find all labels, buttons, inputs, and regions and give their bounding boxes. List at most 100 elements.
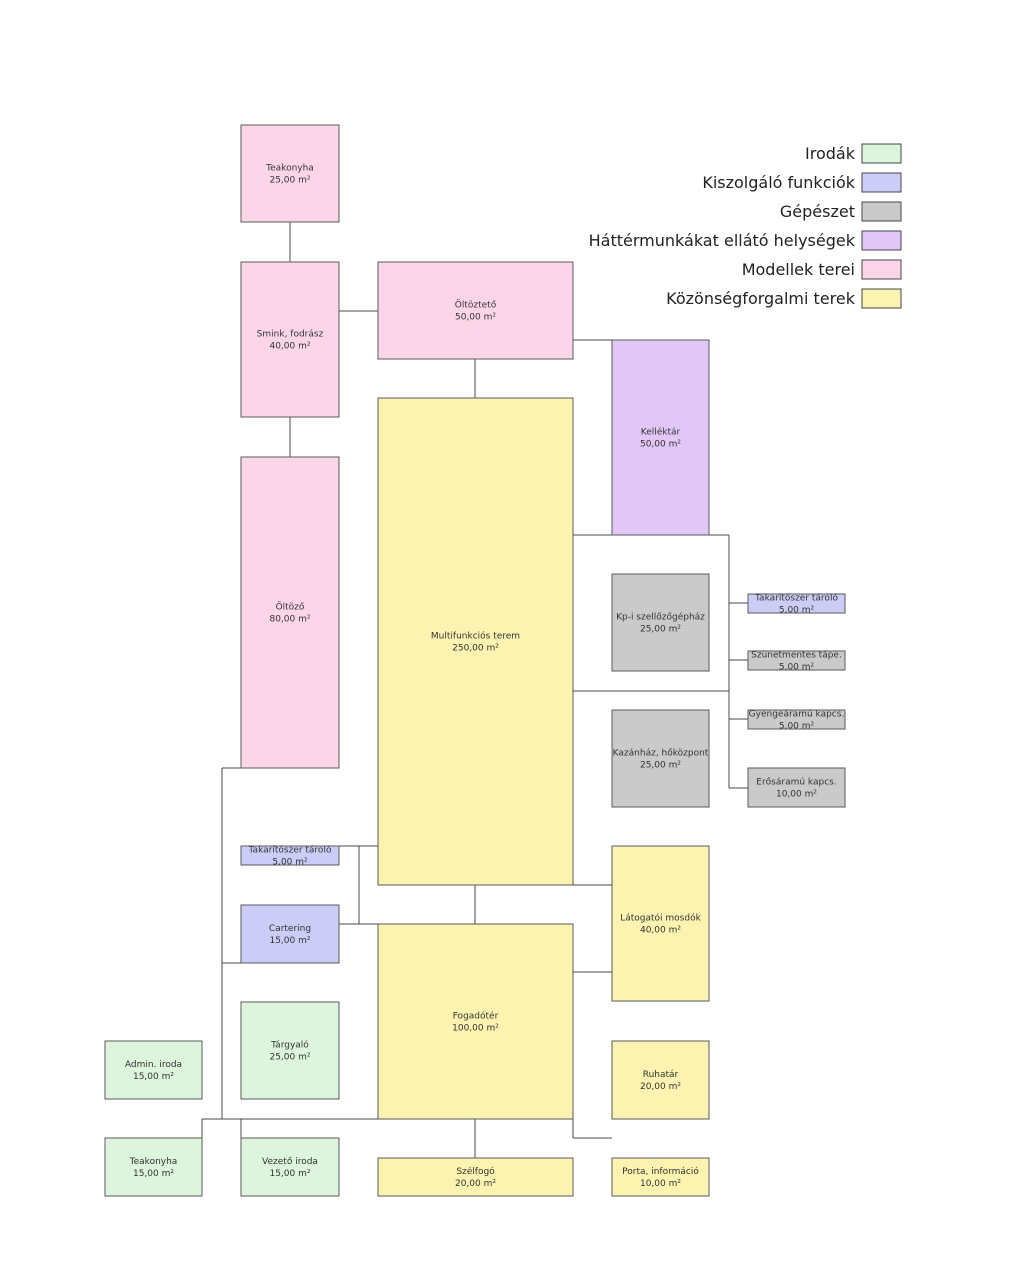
room-box — [240, 1137, 340, 1197]
room-area: 250,00 m² — [452, 644, 499, 654]
room-teakonyha-top: Teakonyha 25,00 m² — [240, 124, 340, 223]
room-area: 5,00 m² — [779, 663, 815, 673]
legend-swatch — [861, 288, 902, 309]
room-box — [377, 261, 574, 360]
room-box — [377, 397, 574, 886]
room-name: Szünetmentes tápe. — [751, 651, 842, 661]
room-area: 20,00 m² — [455, 1179, 496, 1189]
room-name: Multifunkciós terem — [431, 631, 520, 642]
room-name: Kelléktár — [641, 427, 681, 438]
room-szelfogo: Szélfogó 20,00 m² — [377, 1157, 574, 1197]
room-takaritoszer-left: Takarítószer tároló 5,00 m² — [240, 845, 340, 868]
room-latogatoi-mosdok: Látogatói mosdók 40,00 m² — [611, 845, 710, 1002]
room-name: Cartering — [269, 924, 311, 934]
rooms-group: Teakonyha 25,00 m² Smink, fodrász 40,00 m² Ö… — [104, 124, 846, 1197]
room-box — [747, 767, 846, 808]
room-targyalo: Tárgyaló 25,00 m² — [240, 1001, 340, 1100]
room-box — [240, 845, 340, 866]
room-name: Öltöző — [276, 602, 305, 613]
room-admin-iroda: Admin. iroda 15,00 m² — [104, 1040, 203, 1100]
room-area: 25,00 m² — [640, 625, 681, 635]
room-box — [240, 124, 340, 223]
room-name: Erősáramú kapcs. — [756, 778, 836, 788]
room-area: 25,00 m² — [640, 761, 681, 771]
room-takaritoszer-right: Takarítószer tároló 5,00 m² — [747, 593, 846, 616]
legend-item: Háttérmunkákat ellátó helységek — [589, 230, 902, 251]
room-box — [611, 709, 710, 808]
room-area: 10,00 m² — [776, 790, 817, 800]
room-box — [104, 1040, 203, 1100]
room-box — [747, 650, 846, 671]
room-box — [611, 573, 710, 672]
legend-item: Közönségforgalmi terek — [666, 288, 902, 309]
room-name: Teakonyha — [129, 1157, 178, 1167]
room-box — [240, 261, 340, 418]
room-gyengearamu: Gyengeáramú kapcs. 5,00 m² — [747, 709, 846, 732]
room-oltozo: Öltöző 80,00 m² — [240, 456, 340, 769]
room-name: Öltöztető — [455, 300, 497, 311]
legend-swatch — [861, 172, 902, 193]
room-area: 5,00 m² — [779, 722, 815, 732]
room-area: 40,00 m² — [640, 926, 681, 936]
room-box — [611, 1040, 710, 1120]
room-name: Smink, fodrász — [257, 330, 324, 340]
room-area: 15,00 m² — [269, 936, 310, 946]
room-name: Szélfogó — [456, 1166, 495, 1177]
legend-swatch — [861, 143, 902, 164]
room-name: Vezető iroda — [262, 1157, 318, 1167]
legend-label: Háttérmunkákat ellátó helységek — [589, 231, 856, 250]
legend-label: Kiszolgáló funkciók — [702, 173, 855, 192]
room-catering: Cartering 15,00 m² — [240, 904, 340, 964]
room-name: Teakonyha — [265, 164, 314, 174]
room-area: 100,00 m² — [452, 1024, 499, 1034]
room-area: 15,00 m² — [133, 1169, 174, 1179]
room-porta: Porta, információ 10,00 m² — [611, 1157, 710, 1197]
legend-item: Gépészet — [780, 201, 902, 222]
room-box — [377, 923, 574, 1120]
room-ruhatar: Ruhatár 20,00 m² — [611, 1040, 710, 1120]
legend-label: Modellek terei — [742, 260, 855, 279]
room-box — [240, 904, 340, 964]
room-name: Tárgyaló — [270, 1040, 309, 1051]
room-name: Takarítószer tároló — [248, 845, 332, 856]
room-box — [240, 1001, 340, 1100]
room-area: 20,00 m² — [640, 1082, 681, 1092]
room-area: 25,00 m² — [269, 1053, 310, 1063]
room-box — [377, 1157, 574, 1197]
room-area: 10,00 m² — [640, 1179, 681, 1189]
room-szunetmentes: Szünetmentes tápe. 5,00 m² — [747, 650, 846, 673]
room-multifunkcios: Multifunkciós terem 250,00 m² — [377, 397, 574, 886]
room-name: Látogatói mosdók — [620, 913, 701, 924]
room-erosaramu: Erősáramú kapcs. 10,00 m² — [747, 767, 846, 808]
room-name: Kp-i szellőzőgépház — [616, 612, 705, 623]
room-area: 15,00 m² — [133, 1072, 174, 1082]
legend-label: Közönségforgalmi terek — [666, 289, 856, 308]
room-area: 40,00 m² — [269, 342, 310, 352]
room-area: 5,00 m² — [779, 606, 815, 616]
room-area: 80,00 m² — [269, 615, 310, 625]
room-area: 5,00 m² — [272, 858, 308, 868]
room-smink: Smink, fodrász 40,00 m² — [240, 261, 340, 418]
room-area: 50,00 m² — [640, 440, 681, 450]
room-kellektar: Kelléktár 50,00 m² — [611, 339, 710, 536]
room-name: Gyengeáramú kapcs. — [749, 710, 845, 720]
room-vezeto-iroda: Vezető iroda 15,00 m² — [240, 1137, 340, 1197]
legend-swatch — [861, 230, 902, 251]
room-name: Takarítószer tároló — [754, 593, 838, 604]
room-name: Admin. iroda — [125, 1060, 182, 1070]
room-box — [611, 845, 710, 1002]
room-box — [747, 593, 846, 614]
room-name: Ruhatár — [643, 1070, 679, 1080]
legend-item: Irodák — [805, 143, 902, 164]
room-box — [611, 1157, 710, 1197]
room-box — [104, 1137, 203, 1197]
legend-swatch — [861, 201, 902, 222]
legend-label: Irodák — [805, 144, 856, 163]
room-area: 15,00 m² — [269, 1169, 310, 1179]
room-name: Porta, információ — [622, 1166, 699, 1177]
room-area: 25,00 m² — [269, 176, 310, 186]
legend-label: Gépészet — [780, 202, 855, 221]
